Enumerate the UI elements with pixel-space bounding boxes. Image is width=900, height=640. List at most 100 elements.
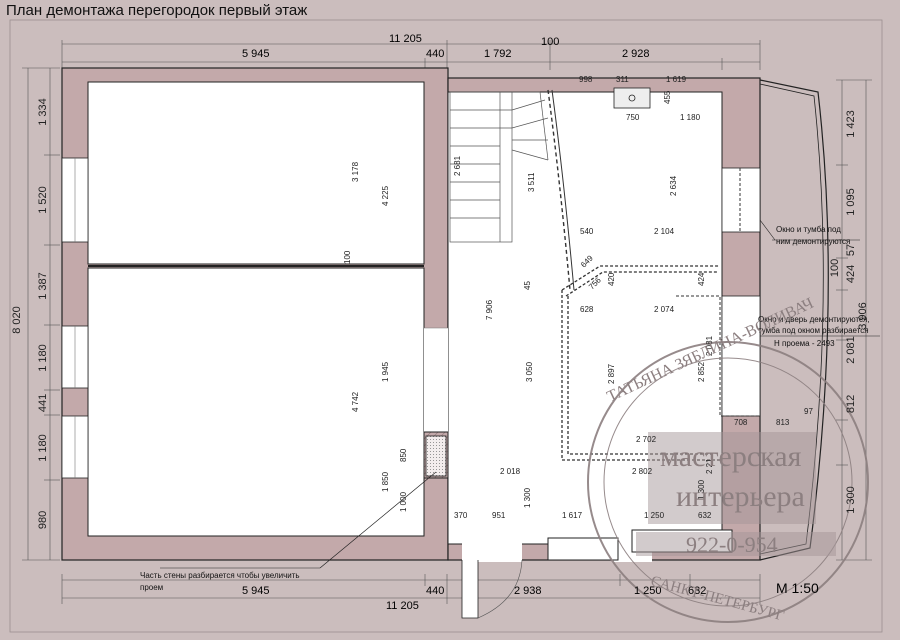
dim-1250: 1 250 bbox=[644, 511, 665, 520]
bathroom-partition bbox=[561, 265, 720, 461]
dim-2081: 2 081 bbox=[705, 335, 714, 356]
dim-100: 100 bbox=[343, 250, 352, 264]
dim-998: 998 bbox=[579, 75, 593, 84]
dim-left-2: 1 520 bbox=[37, 186, 49, 214]
staircase bbox=[449, 91, 549, 243]
hall-and-rooms bbox=[447, 91, 723, 545]
stamp-line2: интерьера bbox=[676, 480, 805, 513]
dim-right-7: 2 081 bbox=[845, 336, 857, 364]
dim-right-4: 424 bbox=[845, 265, 857, 283]
dim-left-7: 980 bbox=[37, 511, 49, 529]
dim-right-2: 1 095 bbox=[845, 188, 857, 216]
dim-bottom-5: 632 bbox=[688, 585, 707, 597]
dim-1945: 1 945 bbox=[381, 361, 390, 382]
dim-2852: 2 852 bbox=[697, 361, 706, 382]
dim-left-4: 1 180 bbox=[37, 344, 49, 372]
dim-628: 628 bbox=[580, 305, 594, 314]
dim-right-6: 3 906 bbox=[857, 302, 869, 330]
dim-bottom-1: 5 945 bbox=[242, 585, 270, 597]
dim-2218: 2 21 bbox=[705, 458, 714, 474]
dim-2104: 2 104 bbox=[654, 227, 675, 236]
dim-2074: 2 074 bbox=[654, 305, 675, 314]
dim-649: 649 bbox=[579, 253, 595, 269]
sheet-frame bbox=[9, 19, 883, 633]
dim-bottom-4: 1 250 bbox=[634, 585, 662, 597]
bottom-dimension-lines bbox=[61, 574, 761, 604]
dim-850: 850 bbox=[399, 448, 408, 462]
dim-left-total: 8 020 bbox=[11, 306, 23, 334]
dim-bottom-total: 11 205 bbox=[386, 600, 419, 612]
dim-left-6: 1 180 bbox=[37, 434, 49, 462]
dim-right-8: 812 bbox=[845, 395, 857, 413]
right-dimension-lines bbox=[836, 79, 872, 561]
dim-311: 311 bbox=[616, 75, 629, 84]
dim-2897: 2 897 bbox=[607, 363, 616, 384]
dim-bottom-2: 440 bbox=[426, 585, 445, 597]
dim-top-4: 100 bbox=[541, 36, 560, 48]
top-dimension-lines bbox=[61, 40, 761, 70]
note-window2-line3: Н проема - 2493 bbox=[774, 339, 835, 348]
dim-370: 370 bbox=[454, 511, 468, 520]
note-window2-line2: тумба под окном разбирается bbox=[758, 326, 869, 335]
dim-97: 97 bbox=[804, 407, 813, 416]
dim-7906: 7 906 bbox=[485, 299, 494, 320]
dim-top-2: 440 bbox=[426, 48, 445, 60]
entrance-door bbox=[461, 560, 479, 619]
dim-2802: 2 802 bbox=[632, 467, 653, 476]
bay-window-curve bbox=[759, 79, 829, 561]
dim-951: 951 bbox=[492, 511, 506, 520]
dim-2018: 2 018 bbox=[500, 467, 521, 476]
note-window2-line1: Окно и дверь демонтируются, bbox=[758, 315, 870, 324]
note-window1-line2: ним демонтируются bbox=[776, 237, 850, 246]
note-wall-line1: Часть стены разбирается чтобы увеличить bbox=[140, 571, 300, 580]
dim-424: 424 bbox=[697, 272, 706, 286]
window-right-2 bbox=[721, 295, 761, 417]
dim-3050: 3 050 bbox=[525, 361, 534, 382]
dim-right-1: 1 423 bbox=[845, 110, 857, 138]
dim-1300a: 1 300 bbox=[697, 479, 706, 500]
dim-1300b: 1 300 bbox=[523, 487, 532, 508]
dim-2681: 2 681 bbox=[453, 155, 462, 176]
left-dimension-lines bbox=[22, 67, 60, 561]
dim-top-total: 11 205 bbox=[389, 33, 422, 45]
dim-1619: 1 619 bbox=[666, 75, 687, 84]
dim-813: 813 bbox=[776, 418, 790, 427]
dim-top-5: 2 928 bbox=[622, 48, 650, 60]
dim-1850: 1 850 bbox=[381, 471, 390, 492]
dim-2634: 2 634 bbox=[669, 175, 678, 196]
dim-455: 455 bbox=[663, 90, 672, 104]
dim-1180: 1 180 bbox=[680, 113, 701, 122]
dim-708: 708 bbox=[734, 418, 748, 427]
dim-right-9: 1 300 bbox=[845, 486, 857, 514]
dim-3511: 3 511 bbox=[527, 172, 536, 192]
dim-45: 45 bbox=[523, 281, 532, 290]
dim-left-1: 1 334 bbox=[37, 98, 49, 126]
sink-icon bbox=[613, 87, 651, 109]
stamp-line1: мастерская bbox=[660, 440, 802, 473]
dim-left-3: 1 387 bbox=[37, 272, 49, 300]
stamp-outer-top: ТАТЬЯНА ЗЯБЛИНА-ВОЛИВАЧ bbox=[605, 295, 817, 406]
dim-4742: 4 742 bbox=[351, 391, 360, 412]
dim-right-5: 100 bbox=[829, 259, 841, 277]
dim-3178: 3 178 bbox=[351, 161, 360, 182]
room-bottom-left bbox=[87, 267, 425, 537]
plan-title: План демонтажа перегородок первый этаж bbox=[6, 2, 308, 19]
dim-1000: 1 000 bbox=[399, 491, 408, 512]
dim-540: 540 bbox=[580, 227, 594, 236]
dim-top-3: 1 792 bbox=[484, 48, 512, 60]
dim-left-5: 441 bbox=[37, 394, 49, 412]
scale-label: М 1:50 bbox=[776, 580, 819, 596]
dim-420: 420 bbox=[607, 272, 616, 286]
designer-stamp bbox=[587, 341, 869, 623]
curved-partition bbox=[547, 89, 571, 291]
window-right-1 bbox=[721, 167, 761, 233]
dim-right-3: 57 bbox=[845, 244, 857, 256]
exterior-walls bbox=[61, 67, 761, 562]
note-wall-line2: проем bbox=[140, 583, 163, 592]
dim-top-1: 5 945 bbox=[242, 48, 270, 60]
stamp-outer-bottom: САНКТ-ПЕТЕРБУРГ bbox=[649, 573, 786, 624]
note-window1-line1: Окно и тумба под bbox=[776, 225, 841, 234]
